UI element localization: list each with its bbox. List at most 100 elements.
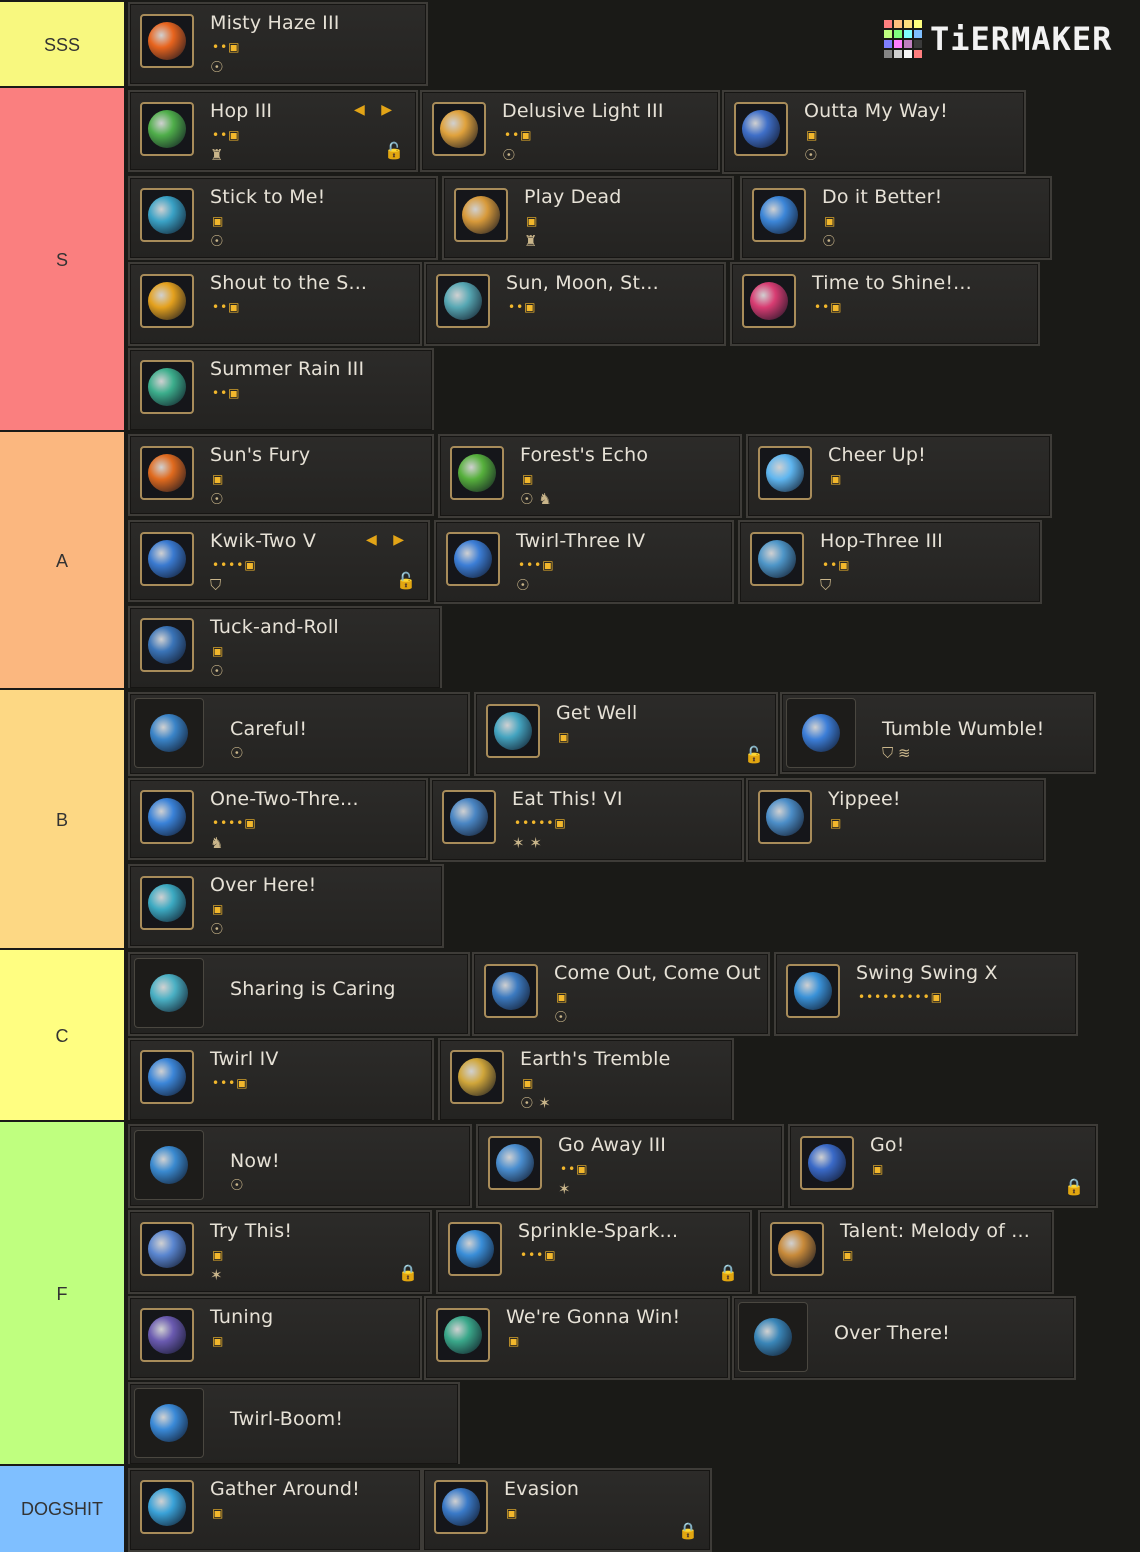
skill-card[interactable]: One-Two-Thre...••••▣♞ (128, 778, 428, 860)
tier-items: Careful!☉Get Well▣🔓Tumble Wumble!⛉ ≋ One-… (126, 690, 1140, 950)
skill-level-dots: ▣ (212, 214, 225, 228)
skill-badge-icons: ♜ (524, 232, 538, 250)
skill-icon (770, 1222, 824, 1276)
skill-icon (140, 1308, 194, 1362)
skill-card[interactable]: Sharing is Caring (128, 952, 470, 1036)
skill-card[interactable]: Over There! (732, 1296, 1076, 1380)
skill-card[interactable]: Swing Swing X•••••••••▣ (774, 952, 1078, 1036)
skill-card[interactable]: Come Out, Come Out▣☉ (472, 952, 770, 1036)
skill-card[interactable]: Hop-Three III••▣⛉ (738, 520, 1042, 604)
skill-card[interactable]: Tuck-and-Roll▣☉ (128, 606, 442, 690)
skill-level-dots: ▣ (558, 730, 571, 744)
skill-card[interactable]: Cheer Up!▣ (746, 434, 1052, 518)
skill-card[interactable]: Sprinkle-Spark...•••▣🔒 (436, 1210, 752, 1294)
skill-card[interactable]: Over Here!▣☉ (128, 864, 444, 948)
tier-label[interactable]: DOGSHIT (0, 1466, 124, 1552)
skill-card[interactable]: Kwik-Two V••••▣⛉◀ ▶🔓 (128, 520, 430, 602)
tier-label[interactable]: A (0, 432, 124, 690)
skill-icon (436, 274, 490, 328)
skill-badge-icons: ⛉ ≋ (882, 744, 911, 762)
skill-card[interactable]: Hop III••▣♜◀ ▶🔓 (128, 90, 418, 172)
skill-badge-icons: ☉ (516, 576, 530, 594)
skill-card[interactable]: Go Away III••▣✶ (476, 1124, 784, 1208)
skill-card[interactable]: Get Well▣🔓 (474, 692, 778, 776)
skill-card[interactable]: Eat This! VI•••••▣✶ ✶ (430, 778, 744, 862)
skill-card[interactable]: Delusive Light III••▣☉ (420, 90, 720, 172)
skill-card[interactable]: Sun's Fury▣☉ (128, 434, 434, 516)
skill-orb-icon (148, 884, 186, 922)
skill-card[interactable]: Forest's Echo▣☉ ♞ (438, 434, 742, 518)
skill-level-dots: ▣ (842, 1248, 855, 1262)
skill-icon (140, 1480, 194, 1534)
skill-level-dots: ▣ (806, 128, 819, 142)
skill-icon (454, 188, 508, 242)
skill-icon (800, 1136, 854, 1190)
skill-orb-icon (148, 540, 186, 578)
skill-card[interactable]: Outta My Way!▣☉ (722, 90, 1026, 174)
tiermaker-logo: TiERMAKER (884, 20, 1112, 58)
skill-card[interactable]: Gather Around!▣ (128, 1468, 422, 1552)
tier-label[interactable]: F (0, 1122, 124, 1466)
skill-name: We're Gonna Win! (506, 1306, 681, 1328)
skill-card[interactable]: Earth's Tremble▣☉ ✶ (438, 1038, 734, 1122)
skill-card[interactable]: Yippee!▣ (746, 778, 1046, 862)
skill-card[interactable]: Misty Haze III••▣☉ (128, 2, 428, 86)
skill-icon (140, 360, 194, 414)
skill-name: Time to Shine!... (812, 272, 972, 294)
skill-card[interactable]: Evasion▣🔒 (422, 1468, 712, 1552)
skill-card[interactable]: Now!☉ (128, 1124, 472, 1208)
skill-card[interactable]: Twirl-Boom! (128, 1382, 460, 1466)
tier-label[interactable]: C (0, 950, 124, 1122)
skill-card[interactable]: Time to Shine!...••▣ (730, 262, 1040, 346)
skill-orb-icon (150, 1146, 188, 1184)
skill-card[interactable]: Shout to the S...••▣ (128, 262, 422, 346)
skill-level-dots: ▣ (506, 1506, 519, 1520)
skill-card[interactable]: Twirl IV•••▣ (128, 1038, 434, 1122)
skill-badge-icons: ☉ (210, 490, 224, 508)
skill-orb-icon (742, 110, 780, 148)
lock-icon: 🔒 (398, 1263, 418, 1282)
skill-badge-icons: ✶ ✶ (512, 834, 542, 852)
skill-card[interactable]: Go!▣🔒 (788, 1124, 1098, 1208)
skill-card[interactable]: Summer Rain III••▣ (128, 348, 434, 432)
skill-icon (758, 446, 812, 500)
skill-orb-icon (148, 110, 186, 148)
tier-label[interactable]: S (0, 88, 124, 432)
skill-level-dots: ••▣ (822, 558, 851, 572)
skill-level-dots: ▣ (212, 1248, 225, 1262)
skill-badge-icons: ✶ (210, 1266, 223, 1284)
skill-level-dots: ▣ (212, 1334, 225, 1348)
skill-orb-icon (750, 282, 788, 320)
skill-icon (134, 958, 204, 1028)
skill-card[interactable]: Talent: Melody of ...▣ (758, 1210, 1054, 1294)
tier-label[interactable]: B (0, 690, 124, 950)
skill-icon (752, 188, 806, 242)
skill-card[interactable]: Play Dead▣♜ (442, 176, 734, 260)
skill-icon (140, 876, 194, 930)
skill-card[interactable]: Tuning▣ (128, 1296, 422, 1380)
skill-card[interactable]: Sun, Moon, St...••▣ (424, 262, 726, 346)
tier-label[interactable]: SSS (0, 2, 124, 88)
skill-level-dots: ▣ (212, 644, 225, 658)
skill-card[interactable]: Stick to Me!▣☉ (128, 176, 438, 260)
skill-level-dots: ••▣ (504, 128, 533, 142)
skill-level-dots: ▣ (556, 990, 569, 1004)
skill-card[interactable]: Try This!▣✶🔒 (128, 1210, 432, 1294)
skill-badge-icons: ☉ (230, 1176, 244, 1194)
arrows-icon[interactable]: ◀ ▶ (354, 102, 398, 118)
skill-card[interactable]: Tumble Wumble!⛉ ≋ (780, 692, 1096, 774)
skill-name: Forest's Echo (520, 444, 649, 466)
skill-icon (434, 1480, 488, 1534)
skill-card[interactable]: We're Gonna Win!▣ (424, 1296, 730, 1380)
skill-card[interactable]: Do it Better!▣☉ (740, 176, 1052, 260)
skill-icon (432, 102, 486, 156)
skill-card[interactable]: Careful!☉ (128, 692, 470, 776)
skill-level-dots: ▣ (212, 1506, 225, 1520)
skill-card[interactable]: Twirl-Three IV•••▣☉ (434, 520, 734, 604)
arrows-icon[interactable]: ◀ ▶ (366, 532, 410, 548)
skill-level-dots: ▣ (212, 902, 225, 916)
